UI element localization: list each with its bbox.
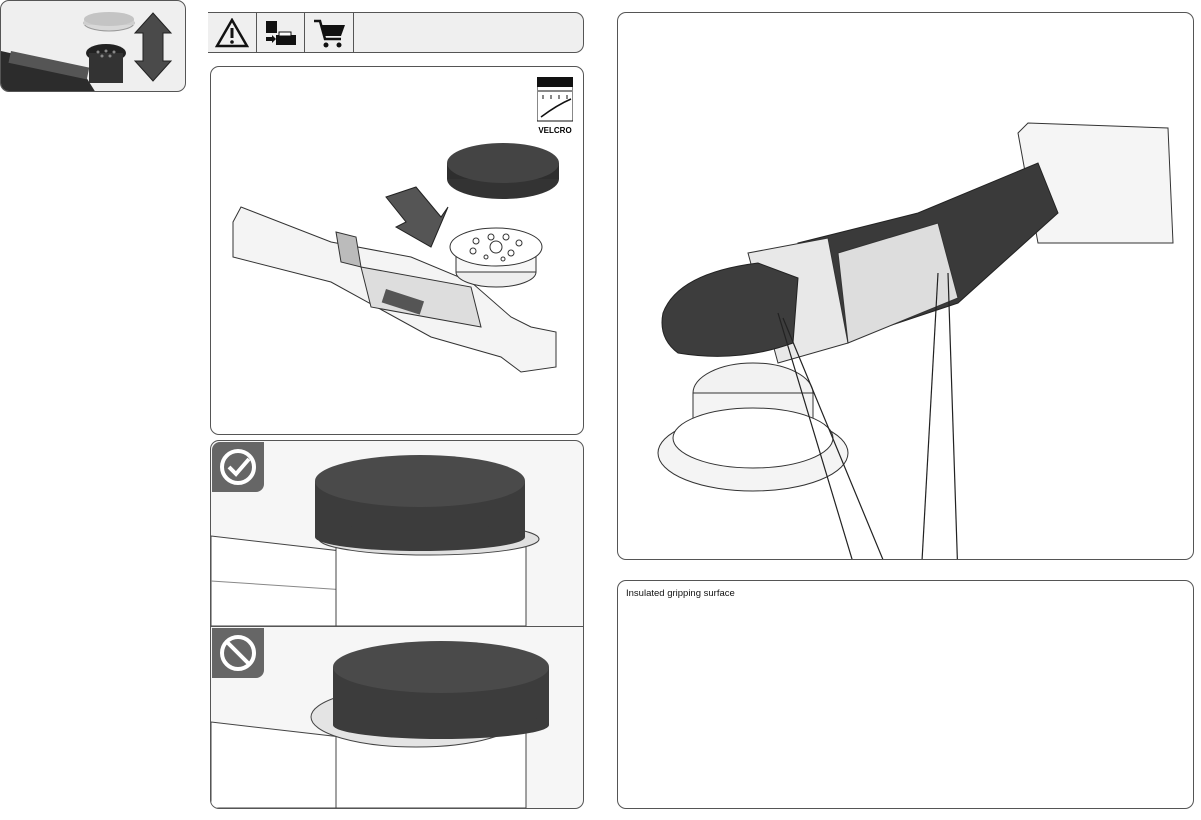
battery-remove-icon [256, 13, 305, 52]
caption-insulated-gripping-surface: Insulated gripping surface [626, 588, 735, 599]
prohibited-badge [212, 628, 264, 678]
attach-pad-step-panel: VELCRO [210, 66, 584, 435]
incorrect-alignment-panel [210, 626, 584, 809]
check-badge [212, 442, 264, 492]
correct-pad-illustration [211, 455, 540, 626]
prohibited-icon [220, 635, 256, 671]
shopping-cart-icon [305, 13, 354, 52]
velcro-icon [536, 76, 574, 122]
thumbnail-pad-attach [0, 0, 186, 92]
icon-bar [208, 12, 584, 53]
velcro-label: VELCRO [538, 126, 572, 135]
velcro-badge: VELCRO [536, 76, 574, 135]
tool-overview-panel [617, 12, 1194, 560]
check-icon [220, 449, 256, 485]
warning-icon [208, 13, 257, 52]
caption-panel: Insulated gripping surface [617, 580, 1194, 809]
correct-alignment-panel [210, 440, 584, 627]
polisher-thumbnail-illustration [1, 12, 173, 91]
polisher-illustration [657, 122, 1174, 559]
pad-attach-illustration [232, 143, 559, 373]
incorrect-pad-illustration [211, 641, 549, 808]
